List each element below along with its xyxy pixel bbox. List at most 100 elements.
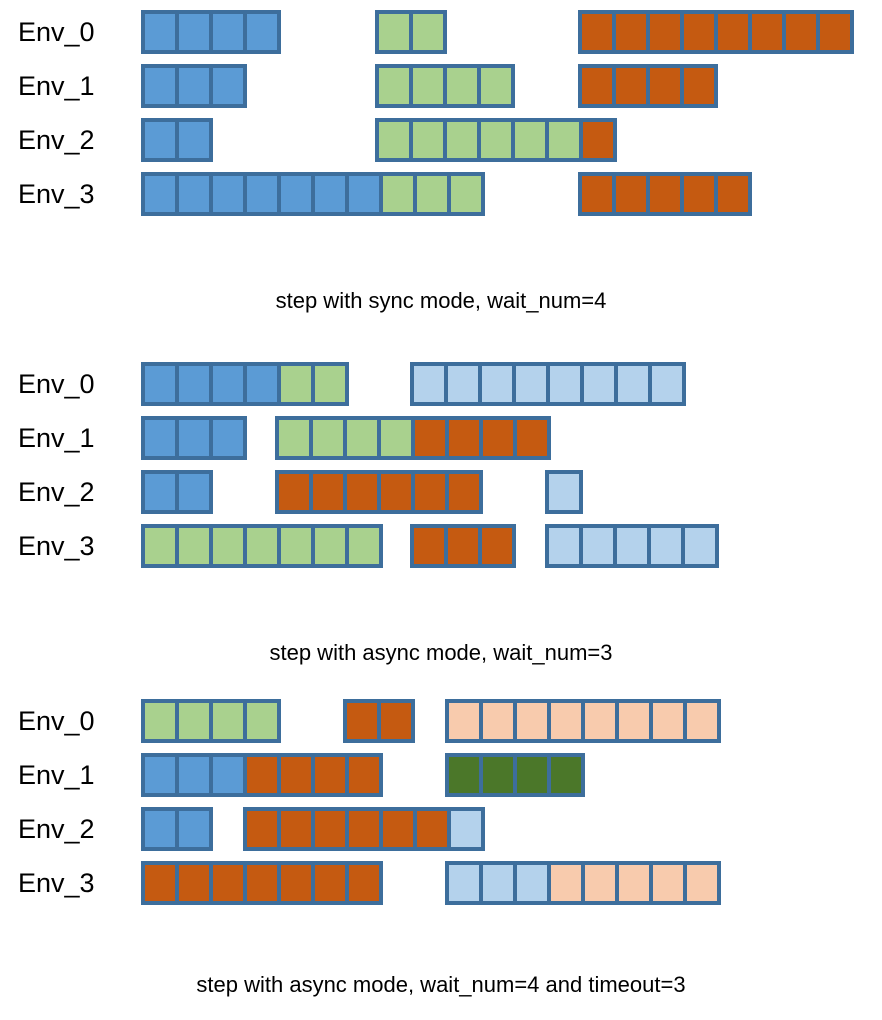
step-cell-blue bbox=[213, 14, 243, 50]
step-cell-orange bbox=[315, 757, 345, 793]
step-cell-green bbox=[281, 528, 311, 564]
env-label: Env_0 bbox=[18, 369, 95, 399]
step-block bbox=[445, 753, 585, 797]
step-cell-blue bbox=[349, 176, 379, 212]
timeline-row: Env_2 bbox=[0, 470, 882, 524]
step-block bbox=[141, 524, 383, 568]
step-cell-green bbox=[451, 176, 481, 212]
step-cell-peach bbox=[517, 703, 547, 739]
step-cell-blue bbox=[179, 366, 209, 402]
step-cell-orange bbox=[381, 474, 411, 510]
step-cell-orange bbox=[650, 176, 680, 212]
step-cell-lightblue bbox=[549, 528, 579, 564]
env-label: Env_2 bbox=[18, 477, 95, 507]
step-cell-orange bbox=[213, 865, 243, 901]
step-cell-blue bbox=[179, 420, 209, 456]
step-cell-orange bbox=[448, 528, 478, 564]
step-cell-orange bbox=[313, 474, 343, 510]
step-cell-green bbox=[481, 122, 511, 158]
step-cell-darkgreen bbox=[517, 757, 547, 793]
step-cell-lightblue bbox=[549, 474, 579, 510]
step-cell-blue bbox=[213, 420, 243, 456]
env-label: Env_0 bbox=[18, 706, 95, 736]
step-cell-lightblue bbox=[483, 865, 513, 901]
step-cell-blue bbox=[145, 757, 175, 793]
env-label: Env_3 bbox=[18, 531, 95, 561]
step-cell-lightblue bbox=[652, 366, 682, 402]
env-label: Env_1 bbox=[18, 71, 95, 101]
step-block bbox=[141, 699, 281, 743]
step-block bbox=[410, 524, 516, 568]
section-caption: step with async mode, wait_num=3 bbox=[269, 640, 613, 665]
timeline-row: Env_2 bbox=[0, 807, 882, 861]
step-cell-lightblue bbox=[550, 366, 580, 402]
step-cell-green bbox=[213, 528, 243, 564]
step-cell-orange bbox=[281, 811, 311, 847]
step-cell-blue bbox=[179, 474, 209, 510]
step-cell-green bbox=[347, 420, 377, 456]
timeline-row: Env_0 bbox=[0, 362, 882, 416]
step-block bbox=[141, 362, 349, 406]
step-cell-orange bbox=[315, 865, 345, 901]
step-cell-orange bbox=[582, 68, 612, 104]
step-cell-orange bbox=[349, 811, 379, 847]
env-label: Env_2 bbox=[18, 125, 95, 155]
step-cell-orange bbox=[383, 811, 413, 847]
step-block bbox=[375, 118, 617, 162]
step-block bbox=[141, 470, 213, 514]
step-cell-darkgreen bbox=[551, 757, 581, 793]
step-cell-blue bbox=[179, 757, 209, 793]
step-cell-peach bbox=[585, 865, 615, 901]
step-cell-orange bbox=[820, 14, 850, 50]
step-cell-orange bbox=[684, 68, 714, 104]
step-cell-green bbox=[379, 122, 409, 158]
step-cell-peach bbox=[653, 703, 683, 739]
step-cell-orange bbox=[650, 68, 680, 104]
step-cell-green bbox=[179, 703, 209, 739]
step-block bbox=[375, 10, 447, 54]
step-block bbox=[141, 753, 383, 797]
step-cell-green bbox=[315, 366, 345, 402]
step-block bbox=[343, 699, 415, 743]
section-caption: step with sync mode, wait_num=4 bbox=[275, 288, 607, 313]
timeline-row: Env_1 bbox=[0, 753, 882, 807]
step-cell-blue bbox=[145, 366, 175, 402]
step-block bbox=[578, 64, 718, 108]
step-cell-blue bbox=[145, 14, 175, 50]
step-cell-peach bbox=[687, 865, 717, 901]
step-cell-green bbox=[381, 420, 411, 456]
step-cell-lightblue bbox=[414, 366, 444, 402]
env-label: Env_3 bbox=[18, 179, 95, 209]
step-cell-blue bbox=[145, 474, 175, 510]
step-cell-green bbox=[549, 122, 579, 158]
step-cell-orange bbox=[718, 14, 748, 50]
step-cell-lightblue bbox=[449, 865, 479, 901]
step-cell-green bbox=[179, 528, 209, 564]
step-cell-orange bbox=[449, 420, 479, 456]
step-cell-green bbox=[447, 122, 477, 158]
step-cell-orange bbox=[415, 474, 445, 510]
step-cell-blue bbox=[281, 176, 311, 212]
step-cell-blue bbox=[179, 68, 209, 104]
step-cell-orange bbox=[582, 176, 612, 212]
step-cell-lightblue bbox=[617, 528, 647, 564]
step-cell-lightblue bbox=[451, 811, 481, 847]
step-cell-blue bbox=[179, 14, 209, 50]
step-cell-lightblue bbox=[584, 366, 614, 402]
step-cell-peach bbox=[619, 865, 649, 901]
step-cell-lightblue bbox=[517, 865, 547, 901]
env-label: Env_3 bbox=[18, 868, 95, 898]
step-cell-orange bbox=[247, 757, 277, 793]
step-cell-blue bbox=[179, 811, 209, 847]
step-block bbox=[141, 172, 485, 216]
step-cell-green bbox=[413, 14, 443, 50]
step-cell-green bbox=[279, 420, 309, 456]
step-cell-green bbox=[247, 528, 277, 564]
step-cell-orange bbox=[582, 14, 612, 50]
step-cell-lightblue bbox=[651, 528, 681, 564]
step-cell-green bbox=[383, 176, 413, 212]
step-block bbox=[545, 470, 583, 514]
env-label: Env_1 bbox=[18, 760, 95, 790]
step-cell-lightblue bbox=[516, 366, 546, 402]
step-cell-lightblue bbox=[685, 528, 715, 564]
